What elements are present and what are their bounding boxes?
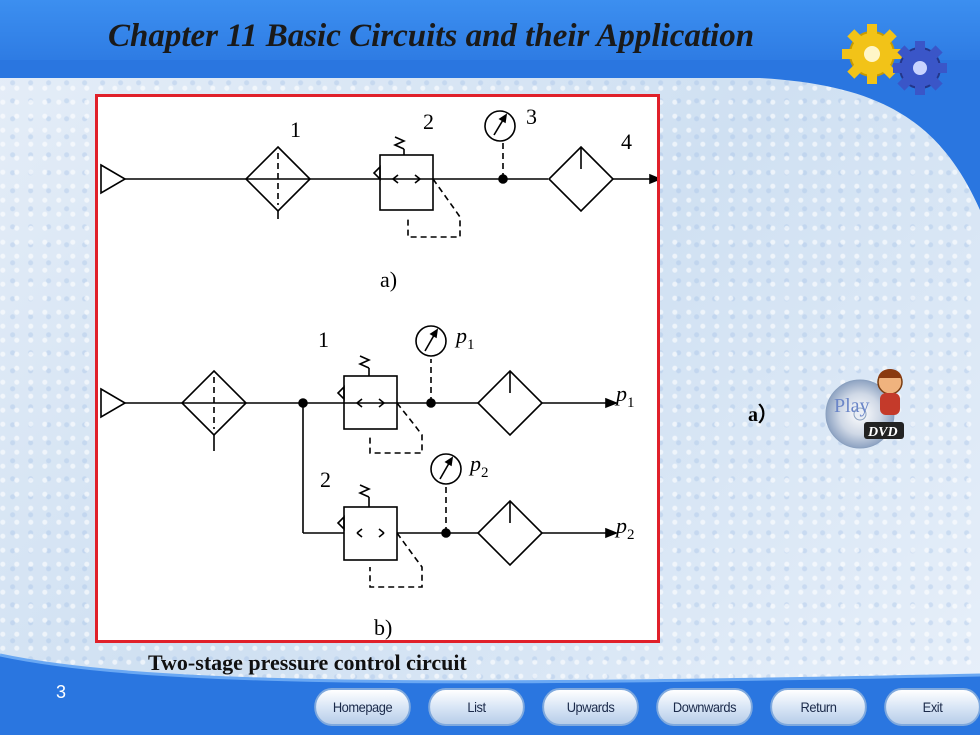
list-button[interactable]: List [428, 688, 525, 726]
lubricator-icon-b1 [476, 369, 544, 437]
outlet-p2-label: p2 [614, 513, 635, 543]
regulator-icon-a [379, 154, 434, 211]
circuit-diagram-frame: 1 2 3 4 a) 1 2 p1 p1 p2 p2 b) [95, 94, 663, 643]
part-a-number-2: 2 [423, 109, 434, 134]
exit-button[interactable]: Exit [884, 688, 980, 726]
part-a-number-3: 3 [526, 104, 537, 129]
outlet-p1-label: p1 [614, 381, 635, 411]
part-b-number-2: 2 [320, 467, 331, 492]
header-curve [0, 60, 980, 210]
gauge-icon-b1 [415, 325, 447, 357]
gauge-icon-b2 [430, 453, 462, 485]
play-dvd-button[interactable]: Play DVD [820, 362, 920, 454]
play-label: Play [834, 395, 870, 417]
air-source-icon-b [100, 387, 127, 419]
circuit-diagram: 1 2 3 4 a) 1 2 p1 p1 p2 p2 b) [100, 104, 663, 640]
gauge-icon-a [484, 110, 516, 142]
part-a-number-1: 1 [290, 117, 301, 142]
slide-title: Chapter 11 Basic Circuits and their Appl… [108, 18, 755, 54]
air-source-icon-a [100, 163, 127, 195]
part-a-label: a) [380, 267, 397, 292]
gauge-p1-label: p1 [454, 323, 475, 353]
return-button[interactable]: Return [770, 688, 867, 726]
regulator-icon-b2 [343, 506, 398, 561]
upwards-button[interactable]: Upwards [542, 688, 639, 726]
gears-icon [842, 24, 947, 95]
downwards-button[interactable]: Downwards [656, 688, 753, 726]
lubricator-icon-a [547, 145, 615, 213]
part-b-label: b) [374, 615, 392, 640]
dvd-label: DVD [867, 425, 898, 440]
part-a-number-4: 4 [621, 129, 632, 154]
homepage-button[interactable]: Homepage [314, 688, 411, 726]
lubricator-icon-b2 [476, 499, 544, 567]
gauge-p2-label: p2 [468, 451, 489, 481]
animation-label: a） [748, 404, 778, 426]
part-b-number-1: 1 [318, 327, 329, 352]
page-number: 3 [56, 682, 67, 702]
navigation-bar: Homepage List Upwards Downwards Return E… [310, 688, 980, 726]
diagram-caption: Two-stage pressure control circuit [148, 650, 467, 675]
